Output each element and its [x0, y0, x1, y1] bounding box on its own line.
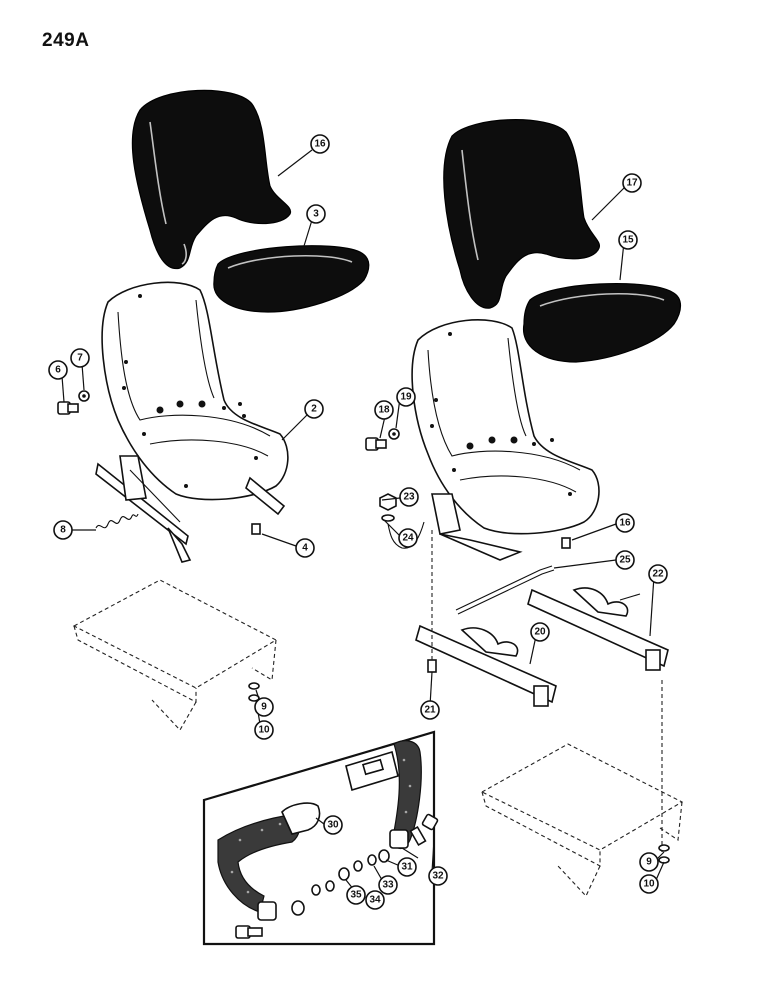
left-back-cushion — [131, 89, 292, 270]
callout-label: 33 — [382, 880, 394, 891]
callout-22: 21 — [420, 700, 440, 720]
callout-label: 10 — [643, 879, 655, 890]
callout-label: 30 — [327, 820, 339, 831]
right-nut-washer — [658, 844, 670, 864]
right-nut-wire — [379, 493, 425, 549]
callout-label: 24 — [402, 533, 414, 544]
callout-label: 35 — [350, 890, 362, 901]
callout-label: 23 — [403, 492, 415, 503]
left-seat-assembly — [57, 89, 370, 731]
callout-18: 18 — [374, 400, 394, 420]
callout-label: 9 — [261, 702, 267, 713]
right-slide-rail-20 — [415, 624, 557, 707]
left-spring — [95, 513, 139, 529]
left-slide-rails — [95, 455, 286, 563]
callout-6: 6 — [48, 360, 68, 380]
callout-label: 19 — [400, 392, 412, 403]
callout-label: 8 — [60, 525, 66, 536]
callout-4: 4 — [295, 538, 315, 558]
callout-label: 10 — [258, 725, 270, 736]
right-screw — [427, 659, 437, 673]
callout-label: 31 — [401, 862, 413, 873]
right-rod — [455, 565, 555, 615]
anchor-plate-left — [257, 901, 277, 921]
callout-label: 25 — [619, 555, 631, 566]
left-nut-washer — [248, 682, 260, 702]
belt-bolt-left — [235, 925, 263, 939]
callout-30: 30 — [323, 815, 343, 835]
left-seat-pan — [101, 281, 289, 501]
callout-20: 20 — [530, 622, 550, 642]
callout-25: 25 — [615, 550, 635, 570]
right-slide-rail-21 — [527, 587, 669, 671]
right-stud — [561, 537, 571, 549]
callout-label: 16 — [314, 139, 326, 150]
callout-label: 2 — [311, 404, 317, 415]
callout-3: 3 — [306, 204, 326, 224]
callout-label: 32 — [432, 871, 444, 882]
callout-label: 20 — [534, 627, 546, 638]
callout-label: 9 — [646, 857, 652, 868]
callout-35: 35 — [346, 885, 366, 905]
right-seat-pan — [411, 319, 600, 561]
right-bolt-washer — [365, 428, 400, 451]
callout-5: 16 — [310, 134, 330, 154]
callout-10-right: 10 — [639, 874, 659, 894]
callout-label: 7 — [77, 353, 83, 364]
callout-label: 15 — [622, 235, 634, 246]
callout-label: 22 — [652, 569, 664, 580]
anchor-plate-right — [389, 829, 409, 849]
right-mounting-bracket — [480, 743, 684, 897]
seat-belt-inset — [202, 730, 439, 946]
callout-23: 23 — [399, 487, 419, 507]
callout-10-left: 10 — [254, 720, 274, 740]
callout-31: 31 — [397, 857, 417, 877]
callout-24: 24 — [398, 528, 418, 548]
callout-34: 34 — [365, 890, 385, 910]
callout-15: 15 — [618, 230, 638, 250]
callout-label: 18 — [378, 405, 390, 416]
page-number: 249A — [42, 30, 90, 51]
left-seat-cushion — [213, 245, 370, 313]
callout-8: 8 — [53, 520, 73, 540]
callout-9-right: 9 — [639, 852, 659, 872]
callout-19: 19 — [396, 387, 416, 407]
belt-strap-right — [391, 740, 422, 850]
right-seat-cushion — [522, 283, 682, 363]
callout-9-left: 9 — [254, 697, 274, 717]
callout-21: 22 — [648, 564, 668, 584]
callout-16: 16 — [615, 513, 635, 533]
callout-2: 2 — [304, 399, 324, 419]
left-bolt-washer — [57, 390, 90, 415]
belt-hardware-row — [291, 849, 390, 916]
callout-label: 6 — [55, 365, 61, 376]
right-back-cushion — [443, 119, 600, 309]
callout-label: 21 — [424, 705, 436, 716]
right-seat-assembly — [365, 119, 684, 897]
callout-32: 32 — [428, 866, 448, 886]
callout-label: 17 — [626, 178, 638, 189]
callout-33: 33 — [378, 875, 398, 895]
callout-17: 17 — [622, 173, 642, 193]
left-stud — [251, 523, 261, 535]
belt-bolt-right — [409, 813, 439, 847]
belt-strap-left — [217, 813, 301, 913]
callout-label: 34 — [369, 895, 381, 906]
callout-label: 16 — [619, 518, 631, 529]
callout-label: 3 — [313, 209, 319, 220]
callout-label: 4 — [302, 543, 308, 554]
left-mounting-bracket — [72, 579, 278, 731]
callout-7: 7 — [70, 348, 90, 368]
belt-tongue — [281, 802, 321, 835]
